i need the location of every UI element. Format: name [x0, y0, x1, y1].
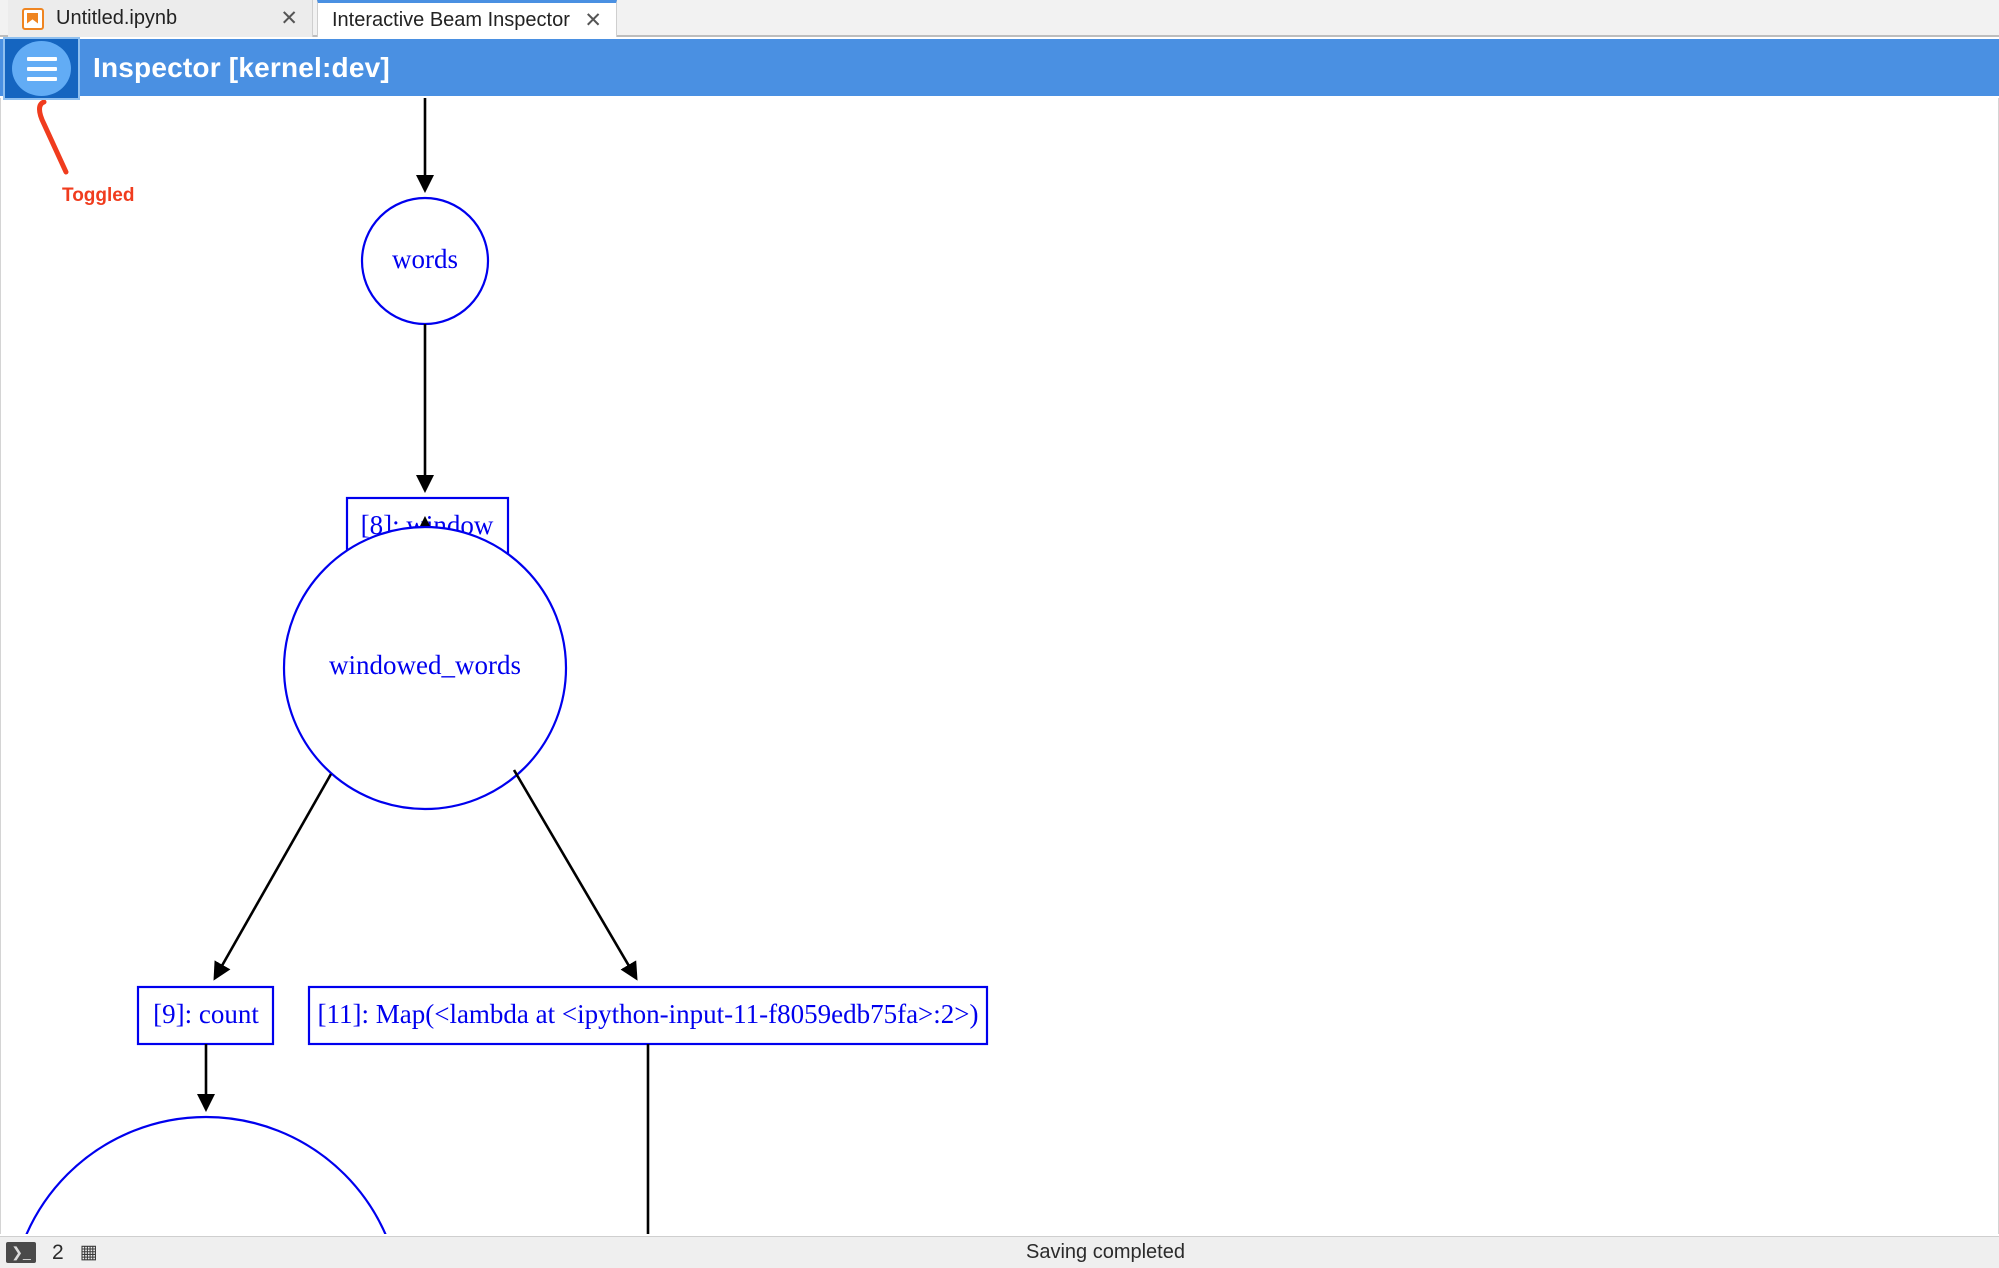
page-title: Inspector [kernel:dev] [93, 51, 390, 83]
terminal-icon[interactable]: ❯_ [6, 1242, 36, 1263]
inspector-header [0, 39, 1999, 96]
graph-node-windowed-words[interactable] [282, 525, 568, 811]
edge-windowed-words-to-count [213, 773, 333, 981]
graph-node-words-label: words [392, 244, 458, 274]
tab-bar: Untitled.ipynb ✕ Interactive Beam Inspec… [0, 0, 1999, 37]
status-kernel-count: 2 [52, 1240, 64, 1264]
graph-node-windowed-words-label: windowed_words [329, 650, 521, 680]
pipeline-graph: words [8]: window windowed_words [9]: co… [10, 98, 989, 1234]
graph-canvas[interactable]: words [8]: window windowed_words [9]: co… [0, 98, 1999, 1234]
tab-untitled-ipynb[interactable]: Untitled.ipynb ✕ [8, 0, 313, 37]
tab-label: Untitled.ipynb [56, 7, 178, 29]
graph-node-map-label: [11]: Map(<lambda at <ipython-input-11-f… [318, 999, 979, 1029]
hamburger-menu-icon [12, 41, 71, 96]
notebook-icon [22, 7, 44, 30]
status-bar: ❯_ 2 ▦ Saving completed [0, 1236, 1999, 1268]
tab-interactive-beam-inspector[interactable]: Interactive Beam Inspector ✕ [317, 0, 617, 37]
tab-label: Interactive Beam Inspector [332, 8, 570, 31]
close-icon[interactable]: ✕ [584, 8, 602, 32]
chip-icon[interactable]: ▦ [79, 1242, 98, 1263]
graph-node-count-label: [9]: count [153, 999, 259, 1029]
hamburger-menu-button[interactable] [3, 37, 80, 100]
graph-node-windowed-word-counts[interactable] [10, 1115, 402, 1234]
edge-windowed-words-to-map [512, 769, 638, 981]
close-icon[interactable]: ✕ [280, 7, 298, 30]
status-message: Saving completed [1026, 1241, 1185, 1263]
